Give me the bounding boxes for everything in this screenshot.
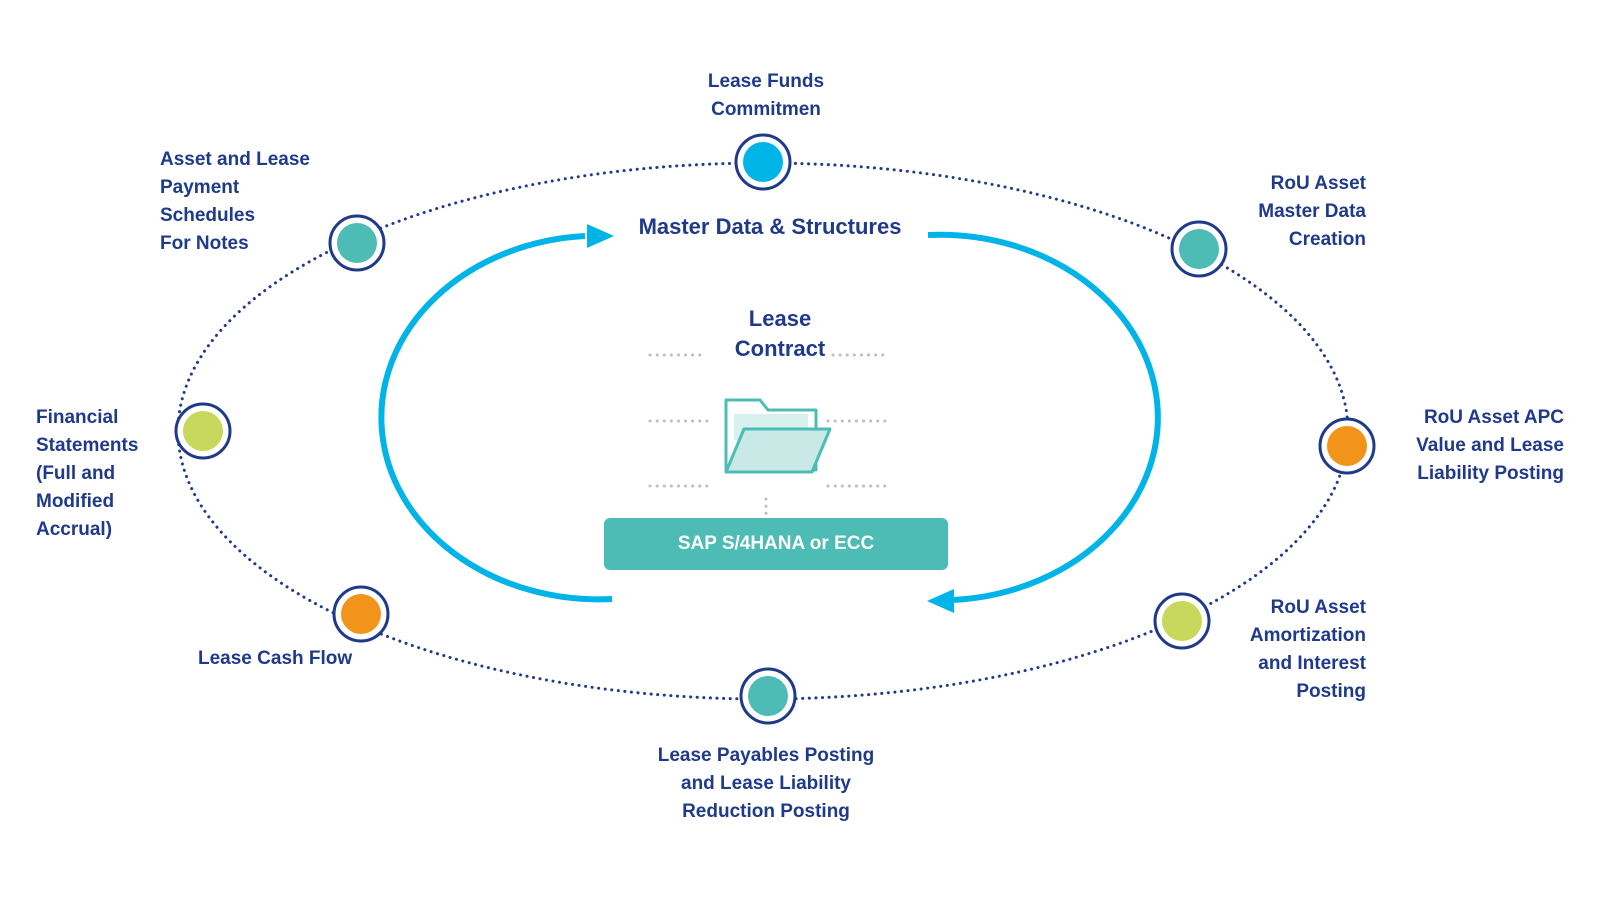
node-bottom-left [332, 585, 390, 643]
label-line: Financial [36, 407, 119, 428]
label-line: Master Data [1258, 201, 1366, 222]
label-line: (Full and [36, 463, 116, 484]
label-line: RoU Asset [1270, 173, 1366, 194]
node-dot [743, 142, 783, 182]
label-line: Lease Payables Posting [657, 745, 875, 766]
label-line: Lease Cash Flow [198, 648, 353, 669]
label-line: Schedules [160, 205, 256, 226]
node-label-bottom-left: Lease Cash Flow [198, 645, 398, 673]
node-label-right: RoU Asset APC Value and Lease Liability … [1364, 404, 1564, 488]
node-top [734, 133, 792, 191]
contract-line: Contract [734, 336, 826, 361]
lease-contract-label: Lease Contract [680, 304, 880, 364]
node-dot [341, 594, 381, 634]
node-label-left: Financial Statements (Full and Modified … [36, 404, 186, 544]
label-line: Modified [36, 491, 115, 512]
node-dot [1179, 229, 1219, 269]
label-line: Accrual) [36, 519, 113, 540]
node-label-top-right: RoU Asset Master Data Creation [1156, 170, 1366, 254]
node-dot [1327, 426, 1367, 466]
label-line: and Interest [1258, 653, 1366, 674]
node-dot [1162, 601, 1202, 641]
label-line: Reduction Posting [682, 801, 850, 822]
label-line: Creation [1288, 229, 1366, 250]
node-right [1318, 417, 1376, 475]
label-line: RoU Asset [1270, 597, 1366, 618]
node-label-top: Lease Funds Commitmen [666, 68, 866, 124]
cycle-title: Master Data & Structures [638, 214, 902, 239]
node-left [174, 402, 232, 460]
node-bottom [739, 667, 797, 725]
label-line: Value and Lease [1416, 435, 1564, 456]
label-line: and Lease Liability [681, 773, 851, 794]
node-layer [174, 133, 1376, 725]
platform-badge: SAP S/4HANA or ECC [604, 518, 948, 570]
label-line: Statements [36, 435, 139, 456]
node-label-top-left: Asset and Lease Payment Schedules For No… [160, 146, 360, 258]
right-cycle-arrow [927, 231, 1161, 603]
label-line: Amortization [1249, 625, 1366, 646]
label-line: Lease Funds [707, 71, 825, 92]
right-cycle-arrowhead [927, 589, 954, 613]
label-line: Asset and Lease [160, 149, 310, 170]
node-dot [183, 411, 223, 451]
node-label-bottom: Lease Payables Posting and Lease Liabili… [636, 742, 896, 826]
node-dot [748, 676, 788, 716]
folder-open-icon [724, 398, 832, 474]
label-line: Commitmen [711, 99, 821, 120]
label-line: Posting [1296, 681, 1366, 702]
node-bottom-right [1153, 592, 1211, 650]
contract-line: Lease [748, 306, 812, 331]
label-line: Payment [160, 177, 240, 198]
label-line: For Notes [160, 233, 249, 254]
label-line: Liability Posting [1417, 463, 1564, 484]
node-top-right [1170, 220, 1228, 278]
contract-connector-lines [648, 353, 887, 518]
left-cycle-arrow [378, 233, 613, 603]
label-line: RoU Asset APC [1423, 407, 1564, 428]
node-top-left [328, 214, 386, 272]
node-dot [337, 223, 377, 263]
left-cycle-arrowhead [587, 224, 614, 248]
node-label-bottom-right: RoU Asset Amortization and Interest Post… [1176, 594, 1366, 706]
